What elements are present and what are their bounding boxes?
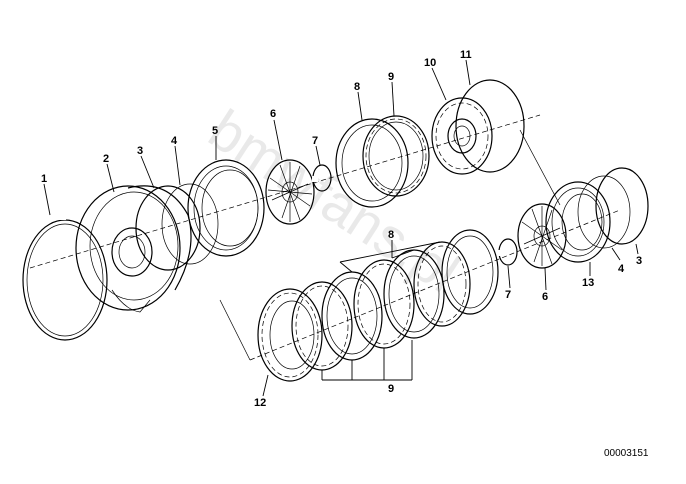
axis-link-left — [219, 299, 251, 361]
callout-6-upper: 6 — [270, 108, 276, 120]
leader-lines — [43, 59, 639, 397]
callout-11: 11 — [460, 49, 472, 61]
callout-6-lower: 6 — [542, 291, 548, 303]
part-7-upper-snap-ring — [312, 164, 332, 192]
reference-number: 00003151 — [604, 448, 649, 459]
part-6-lower-spring-disc — [517, 203, 567, 269]
part-9-upper-disc — [362, 115, 430, 197]
part-11-snap-ring — [448, 79, 525, 173]
callout-7-lower: 7 — [505, 289, 511, 301]
callout-2: 2 — [103, 153, 109, 165]
callout-10: 10 — [424, 57, 436, 69]
part-12-plate — [257, 288, 323, 382]
part-8-upper-plate — [335, 118, 409, 208]
callout-8-lower: 8 — [388, 229, 394, 241]
callout-7-upper: 7 — [312, 135, 318, 147]
callout-12: 12 — [254, 397, 266, 409]
part-3-ring — [135, 185, 201, 271]
axis-lower — [249, 209, 621, 361]
axis-link-right — [519, 129, 561, 206]
callout-3-upper: 3 — [137, 145, 143, 157]
part-4-lower-thin-ring — [577, 175, 631, 249]
callout-4-upper: 4 — [171, 135, 178, 147]
callout-1: 1 — [41, 173, 47, 185]
callout-4-lower: 4 — [618, 263, 625, 275]
part-1-snap-ring — [22, 212, 108, 341]
part-10-gear-hub — [431, 97, 493, 175]
part-13-piston — [545, 181, 611, 263]
part-3-lower-ring — [595, 167, 649, 245]
part-6-upper-spring-disc — [265, 159, 315, 225]
part-2-piston-housing — [75, 185, 192, 313]
callout-13: 13 — [582, 277, 594, 289]
part-7-lower-snap-ring — [498, 238, 518, 266]
part-5-spring-ring — [187, 159, 265, 257]
callout-9-lower: 9 — [388, 383, 394, 395]
callout-9-upper: 9 — [388, 71, 394, 83]
callout-3-lower: 3 — [636, 255, 642, 267]
part-4-thin-ring — [161, 183, 219, 265]
callout-8-upper: 8 — [354, 81, 360, 93]
callout-5: 5 — [212, 125, 218, 137]
watermark: bmwfans.pl — [198, 97, 470, 304]
